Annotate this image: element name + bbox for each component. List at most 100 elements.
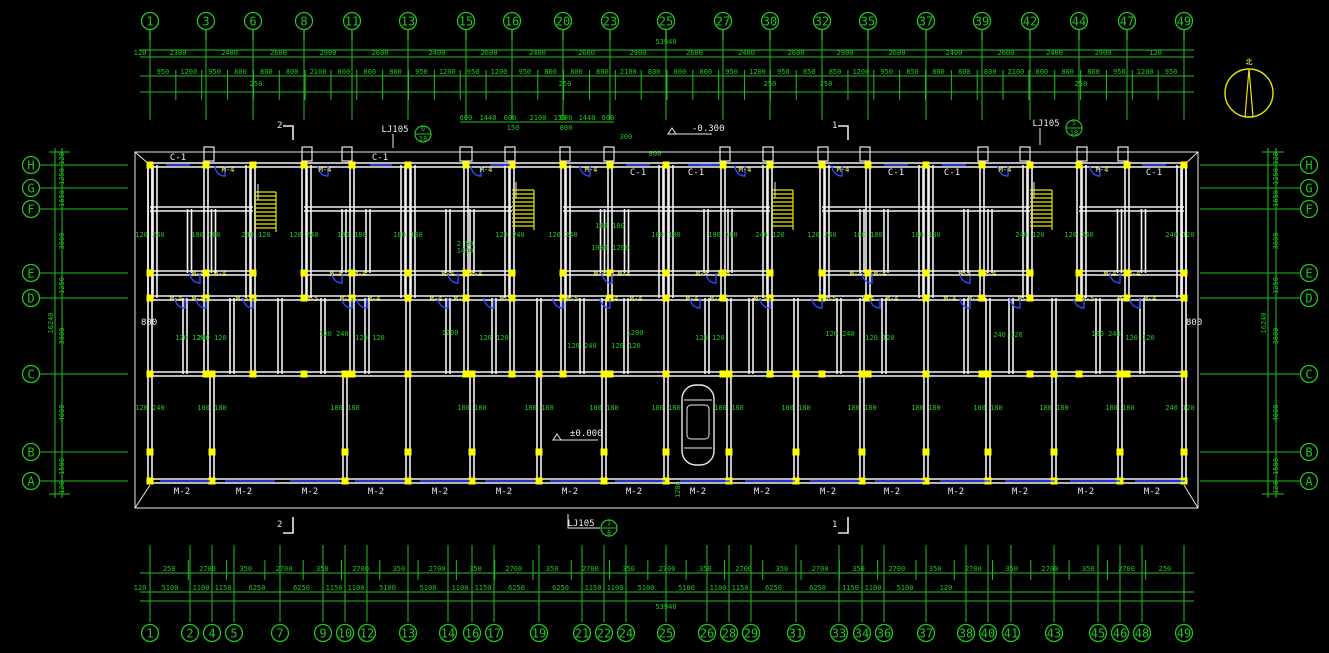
door-tag-m4: M-4 (862, 295, 875, 303)
top-dim-row1: 2400 (429, 49, 446, 57)
bot-dim-row2: 2700 (505, 565, 522, 573)
column (300, 370, 308, 378)
bot-dim-row2: 2700 (352, 565, 369, 573)
bottom-axis-bubble (786, 623, 806, 643)
top-axis-bubble (342, 11, 362, 31)
bot-dim-row2: 350 (929, 565, 942, 573)
column (606, 161, 614, 169)
top-dim-row2: 1200 (852, 68, 869, 76)
left-dim: 3600 (58, 233, 66, 250)
column (818, 161, 826, 169)
column (300, 294, 308, 302)
top-dim-row2: 1200 (491, 68, 508, 76)
left-axis-label: G (27, 182, 34, 196)
column (662, 448, 670, 456)
top-axis-label: 44 (1072, 15, 1086, 29)
top-axis-bubble (294, 11, 314, 31)
column (1123, 294, 1131, 302)
frame-corner (134, 484, 151, 509)
column (404, 269, 412, 277)
top-axis-label: 30 (763, 15, 777, 29)
frame-corner (1183, 484, 1199, 509)
top-dim-row2: 950 (777, 68, 790, 76)
bot-dim-row1: 1100 (607, 584, 624, 592)
leader (567, 514, 600, 529)
top-axis-label: 3 (202, 15, 209, 29)
column (404, 370, 412, 378)
door-tag-m5: M-5 (236, 295, 249, 303)
bottom-axis-label: 45 (1091, 627, 1105, 641)
door-swing (1109, 272, 1121, 284)
top-axis-label: 25 (659, 15, 673, 29)
room-dim: 180 180 (853, 231, 883, 239)
bot-dim-row2: 250 (1159, 565, 1172, 573)
door-tag-m4: M-4 (368, 295, 381, 303)
balcony-pier (1019, 146, 1031, 162)
detail-ref-num: 6 (421, 125, 425, 133)
top-dim-row2: 800 (958, 68, 971, 76)
column (922, 370, 930, 378)
column (662, 161, 670, 169)
top-dim-row2: 800 (234, 68, 247, 76)
section-number: 1 (832, 121, 837, 131)
door-swing (959, 272, 971, 284)
bottom-axis-label: 25 (659, 627, 673, 641)
bot-dim-row2: 2700 (965, 565, 982, 573)
column (249, 161, 257, 169)
right-axis-label: A (1305, 475, 1313, 489)
door-swing (331, 272, 343, 284)
door-tag-m5: M-5 (754, 295, 767, 303)
door-tag-m4: M-4 (696, 270, 709, 278)
room-dim: 120 120 (865, 334, 895, 342)
top-axis-bubble (600, 11, 620, 31)
room-dim: 120 240 (825, 330, 855, 338)
bottom-axis-label: 2 (186, 627, 193, 641)
bottom-axis-bubble (1110, 623, 1130, 643)
car-symbol (681, 384, 715, 466)
stair (512, 182, 535, 230)
right-axis-bubble (1299, 288, 1319, 308)
north-arrow-needle (1244, 68, 1254, 118)
door-swing (599, 297, 611, 309)
bottom-axis-bubble (1132, 623, 1152, 643)
top-dim-small: 250 (1075, 80, 1088, 88)
door-tag-m4: M-4 (454, 295, 467, 303)
column (146, 448, 154, 456)
door-swing (861, 272, 873, 284)
top-dim-row2: 950 (467, 68, 480, 76)
right-axis-bubble (1299, 442, 1319, 462)
column (978, 370, 986, 378)
top-axis-label: 11 (345, 15, 359, 29)
bot-dim-row2: 2700 (1042, 565, 1059, 573)
door-tag-m2: M-2 (236, 487, 252, 497)
top-dim-row2: 2100 (1008, 68, 1025, 76)
elevation-triangle (552, 433, 562, 441)
bottom-axis-label: 7 (276, 627, 283, 641)
stair-dim: 2100 (530, 114, 547, 122)
bottom-axis-bubble (656, 623, 676, 643)
top-axis-label: 1 (146, 15, 153, 29)
top-dim-row2: 2100 (620, 68, 637, 76)
room-dim: 180 180 (781, 404, 811, 412)
door-swing (341, 297, 353, 309)
top-dim-row2: 1200 (439, 68, 456, 76)
top-dim-small: 250 (764, 80, 777, 88)
right-dim: 3600 (1272, 233, 1280, 250)
left-axis-label: H (27, 159, 34, 173)
top-dim-row2: 800 (932, 68, 945, 76)
column (1075, 370, 1083, 378)
door-tag-m5: M-5 (824, 295, 837, 303)
top-axis-label: 37 (919, 15, 933, 29)
room-dim: 180 180 (589, 404, 619, 412)
top-dim-row2: 950 (208, 68, 221, 76)
door-swing (189, 272, 201, 284)
bottom-axis-label: 31 (789, 627, 803, 641)
room-dim: 180 180 (911, 231, 941, 239)
bottom-axis-label: 41 (1004, 627, 1018, 641)
bottom-axis-label: 33 (832, 627, 846, 641)
column (725, 370, 733, 378)
room-dim: 180 180 (393, 231, 423, 239)
door-tag-m5: M-5 (1082, 295, 1095, 303)
column (404, 294, 412, 302)
top-dim-row2: 800 (338, 68, 351, 76)
